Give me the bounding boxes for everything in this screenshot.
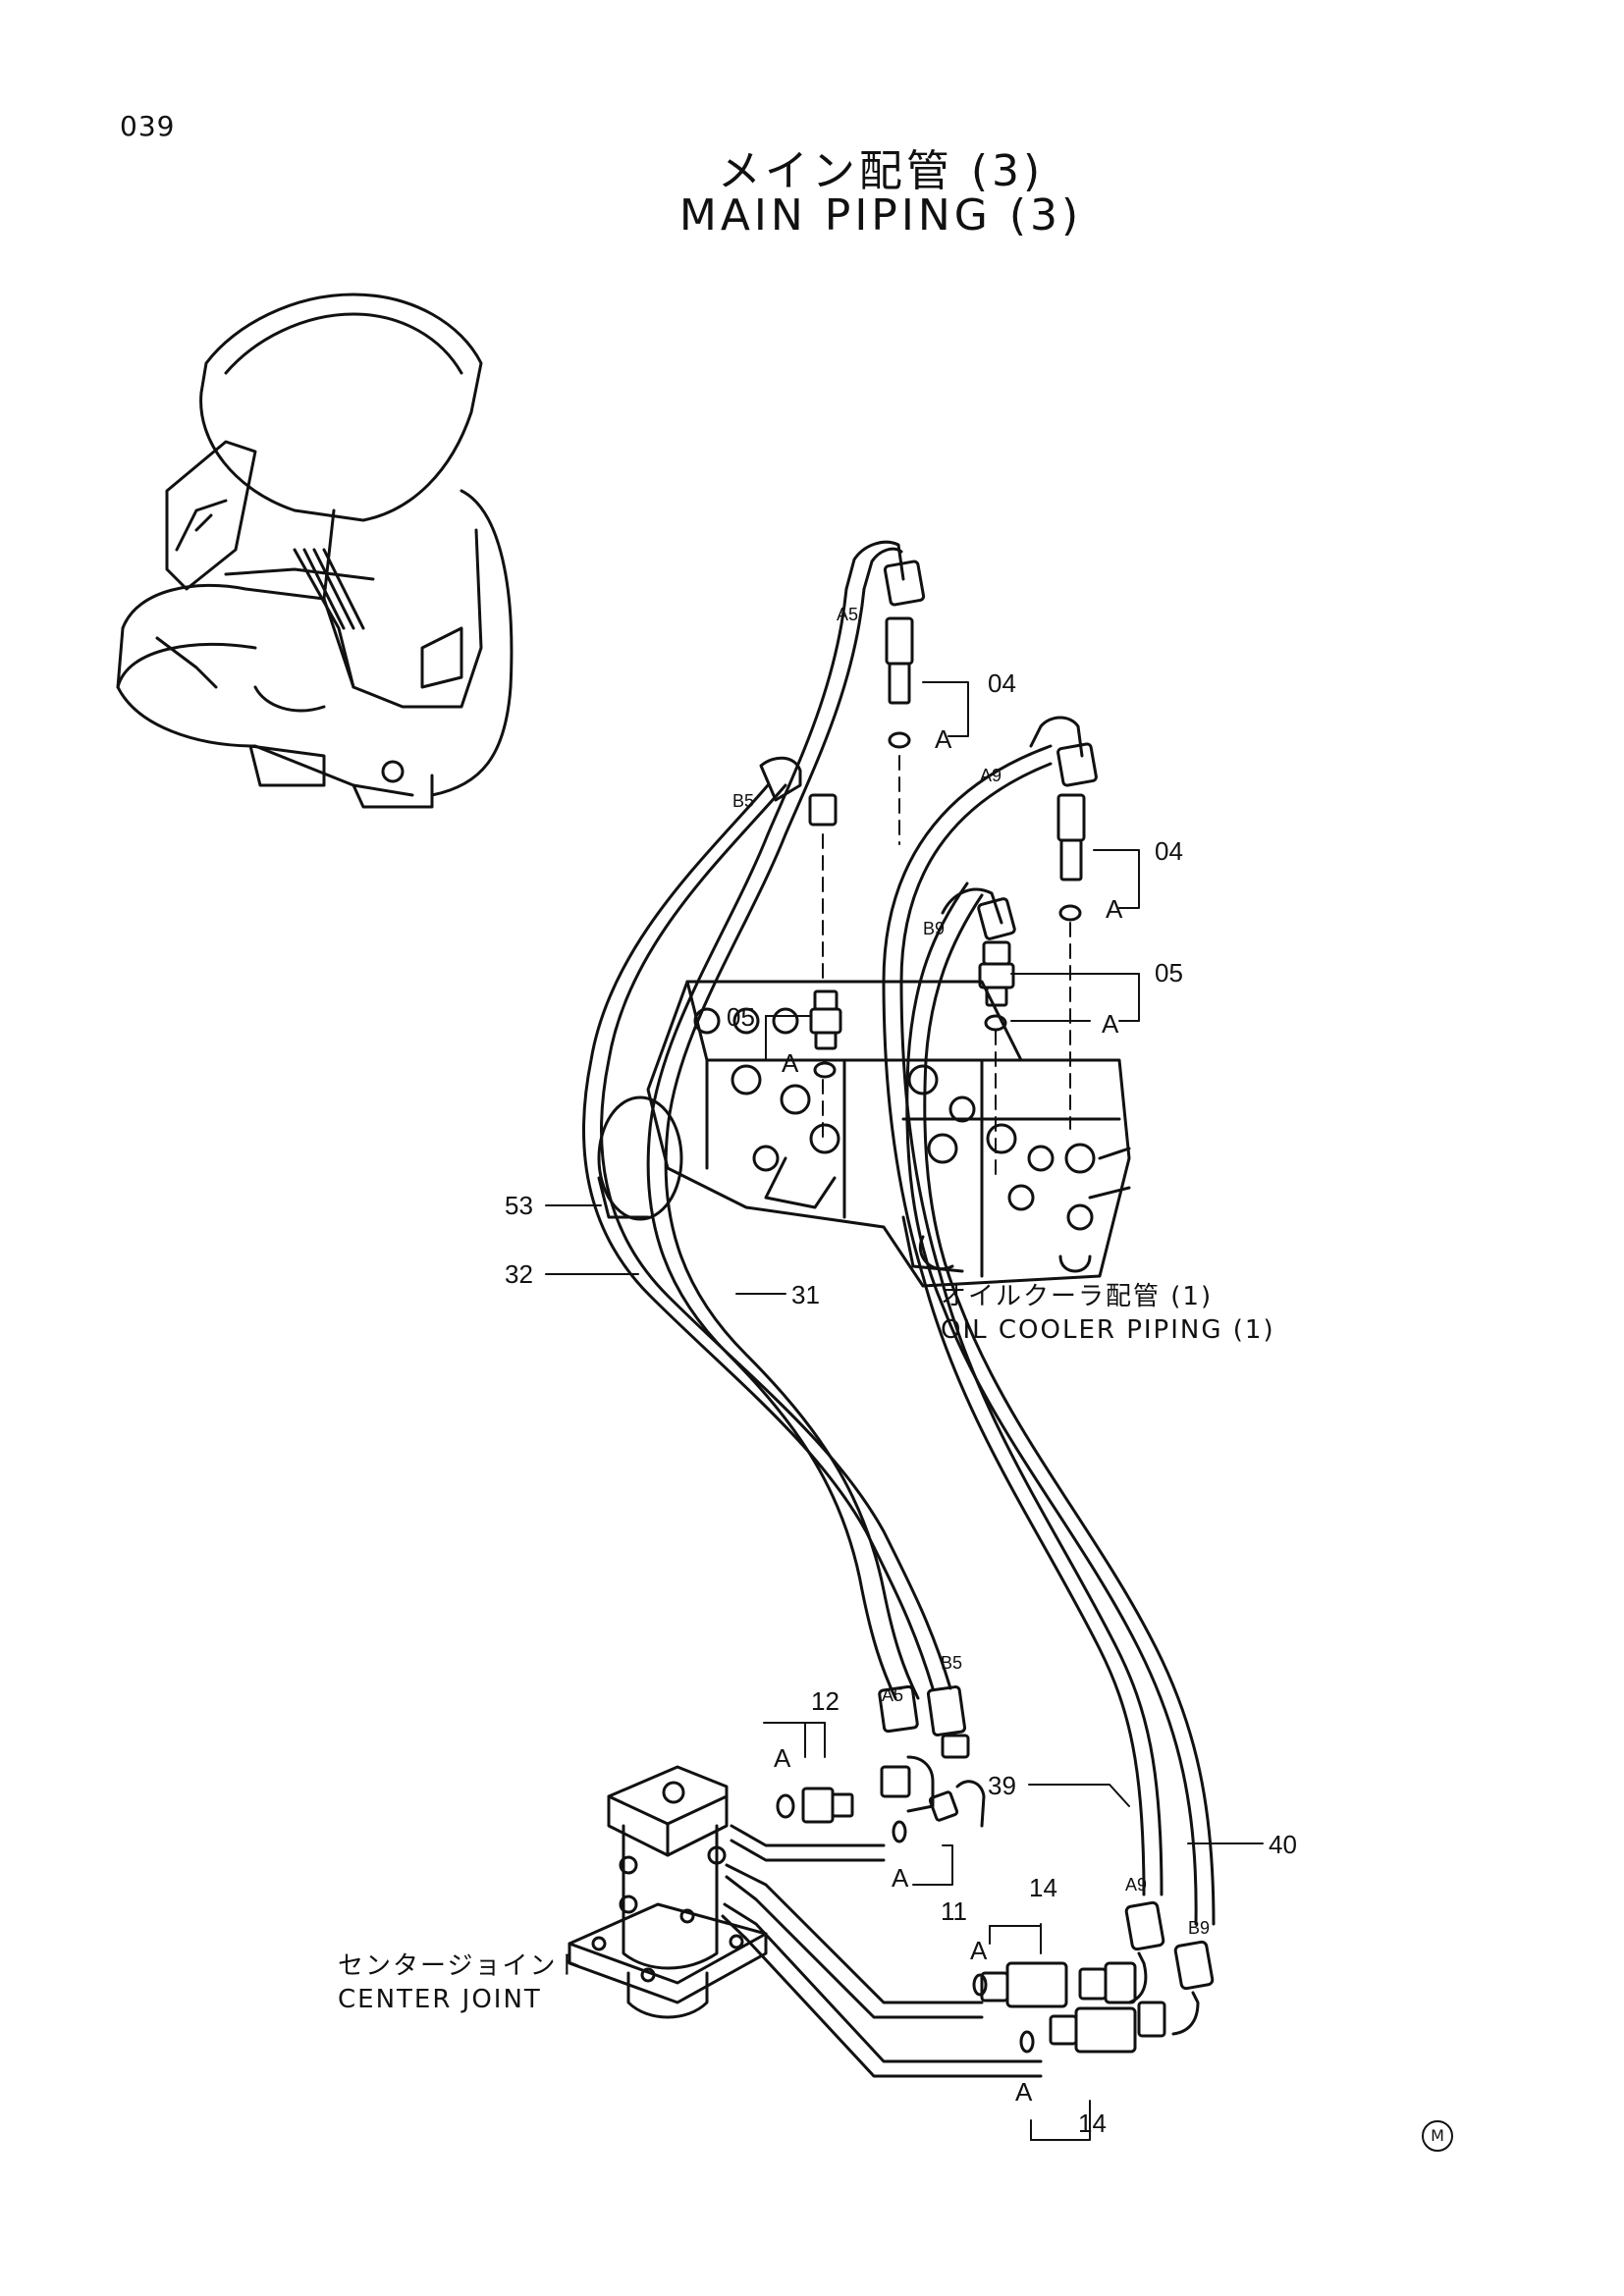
lower-fittings — [776, 1684, 1215, 2054]
tag-a5-top: A5 — [837, 605, 858, 624]
tag-a5-bottom: A5 — [882, 1685, 903, 1705]
tag-b5-bottom: B5 — [941, 1653, 962, 1673]
control-valve-block — [646, 980, 1131, 1288]
oil-cooler-note-jp: オイルクーラ配管 (1) — [941, 1282, 1214, 1311]
excavator-key-view — [116, 293, 514, 809]
callout-14-upper: 14 — [1029, 1873, 1057, 1902]
callout-32: 32 — [505, 1259, 533, 1289]
callout-14-lower: 14 — [1078, 2109, 1107, 2138]
callout-a-1: A — [935, 724, 952, 754]
callout-a-7: A — [970, 1936, 988, 1965]
oil-cooler-note: オイルクーラ配管 (1) OIL COOLER PIPING (1) — [941, 1280, 1275, 1347]
callout-05-right: 05 — [1155, 958, 1183, 988]
tag-b9-bottom: B9 — [1188, 1918, 1210, 1938]
callout-a-4: A — [782, 1048, 799, 1078]
callout-a-5: A — [774, 1743, 791, 1773]
hoses-39-40 — [882, 744, 1216, 1926]
oil-cooler-note-en: OIL COOLER PIPING (1) — [941, 1315, 1275, 1345]
page-title-en: MAIN PIPING (3) — [678, 190, 1083, 240]
center-joint-note-jp: センタージョイント — [338, 1951, 585, 1981]
leader-lines — [545, 681, 1264, 2141]
circled-m-mark: M — [1422, 2120, 1453, 2152]
hoses-31-32 — [582, 587, 952, 1700]
center-joint-note: センタージョイント CENTER JOINT — [338, 1949, 584, 2016]
page-title-jp: メイン配管 (3) — [717, 146, 1045, 196]
hose-clamp — [597, 1095, 683, 1221]
tag-b9-top: B9 — [923, 919, 945, 938]
tag-a9-top: A9 — [980, 766, 1001, 785]
callout-04-upper: 04 — [988, 668, 1016, 698]
center-joint — [568, 1765, 1043, 2078]
tag-a9-bottom: A9 — [1125, 1875, 1147, 1895]
callout-a-2: A — [1106, 894, 1123, 924]
callout-05-left: 05 — [727, 1002, 755, 1032]
callout-39: 39 — [988, 1771, 1016, 1800]
callout-04-lower: 04 — [1155, 836, 1183, 866]
callout-a-6: A — [892, 1863, 909, 1893]
upper-fittings — [759, 540, 1098, 1079]
callout-53: 53 — [505, 1191, 533, 1220]
assembly-lines — [822, 755, 1071, 1179]
callout-12: 12 — [811, 1686, 839, 1716]
callout-a-8: A — [1015, 2077, 1033, 2107]
center-joint-note-en: CENTER JOINT — [338, 1985, 542, 2014]
page-number: 039 — [120, 110, 176, 142]
callout-a-3: A — [1102, 1009, 1119, 1039]
callout-11: 11 — [941, 1896, 967, 1926]
callout-31: 31 — [791, 1280, 820, 1309]
tag-b5-top: B5 — [732, 791, 754, 811]
callout-40: 40 — [1269, 1830, 1297, 1859]
